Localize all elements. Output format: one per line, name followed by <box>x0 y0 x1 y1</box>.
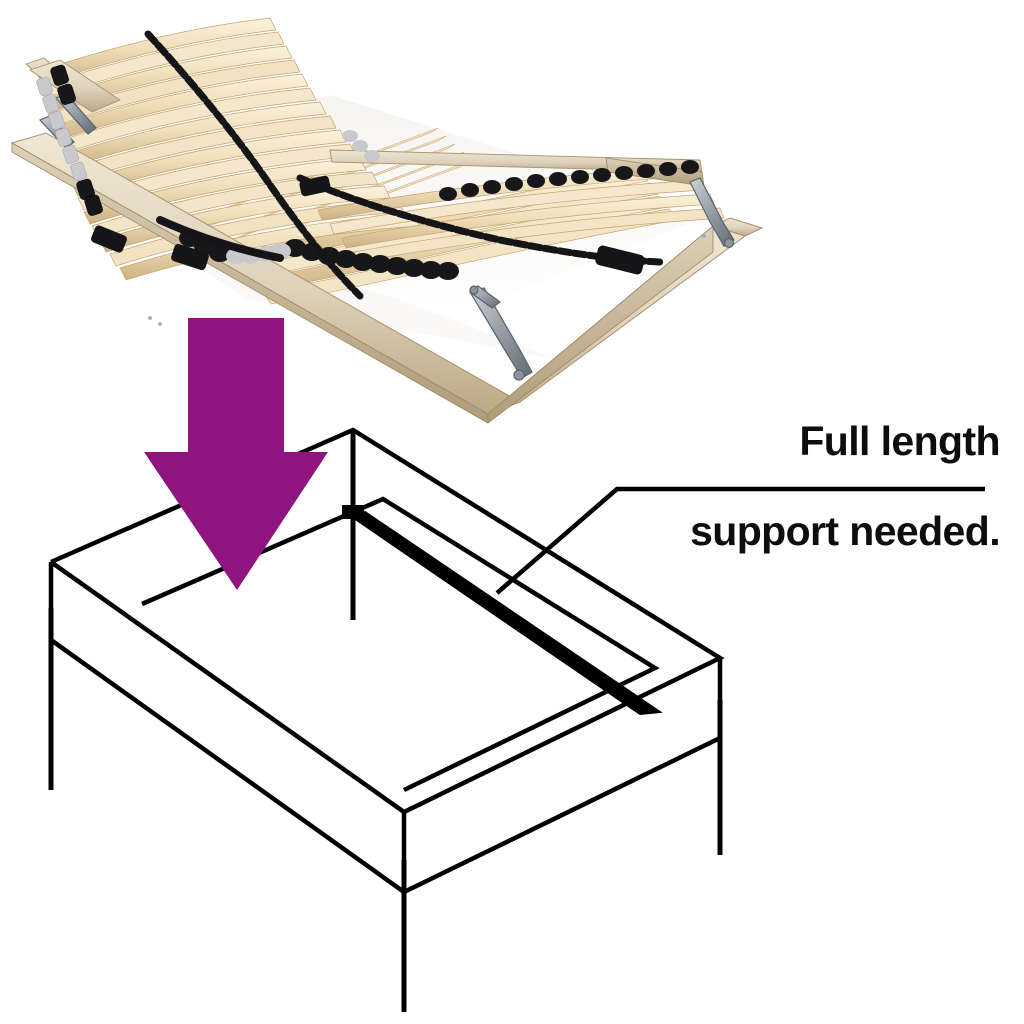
callout-label: Full length support needed. <box>608 374 1001 599</box>
callout-leader-line <box>495 486 985 595</box>
bed-base-frame-rails <box>10 57 764 424</box>
slatted-bed-base-photo <box>0 0 790 450</box>
slatted-bed-base-illustration <box>0 0 790 450</box>
callout-line-2: support needed. <box>690 508 1001 554</box>
retaining-straps <box>91 30 664 300</box>
center-support-beam <box>341 505 663 716</box>
bed-base-slats-head <box>35 17 367 225</box>
down-arrow-shape <box>144 318 328 590</box>
center-support-beam-end-cap <box>342 505 364 519</box>
frame-front-lower-edge <box>403 735 721 895</box>
frame-left-lower-edge <box>49 638 406 894</box>
frame-top-inner-edge <box>141 496 660 793</box>
frame-screw-marks <box>148 234 706 412</box>
callout-line-1: Full length <box>799 418 1000 464</box>
